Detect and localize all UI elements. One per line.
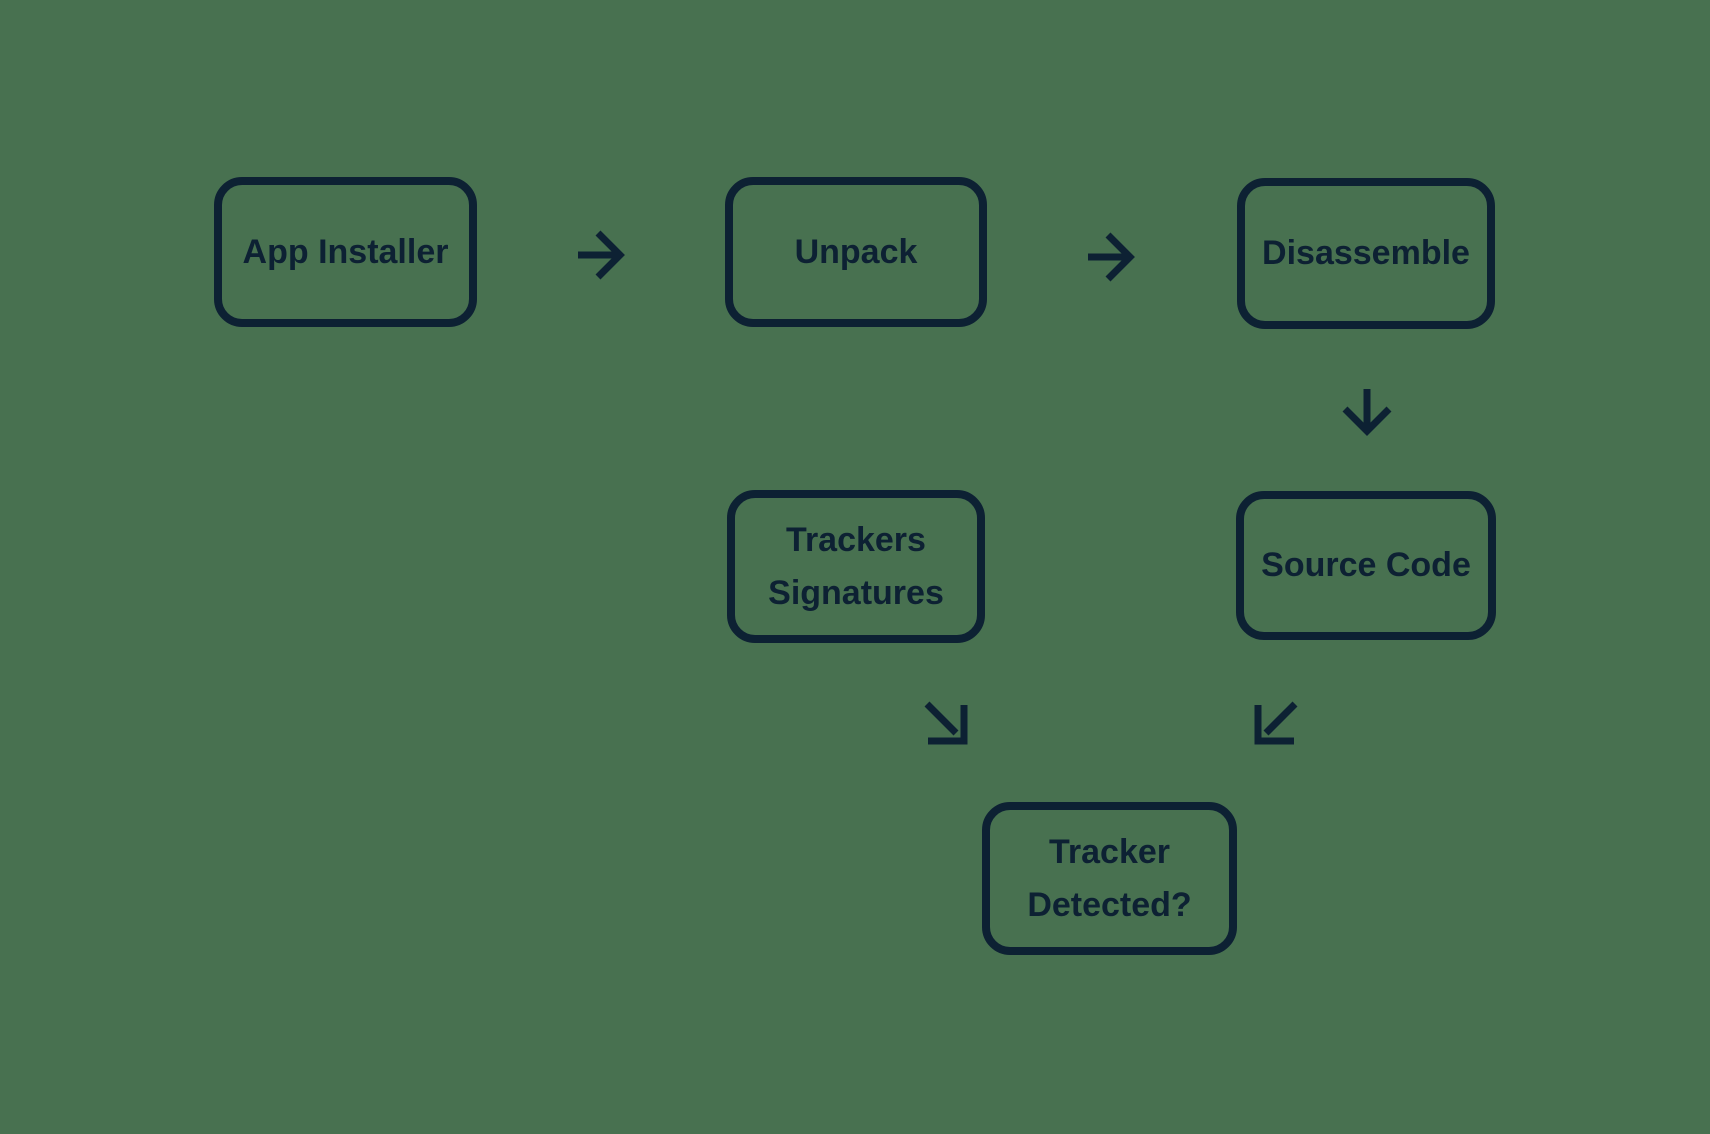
arrow-down-icon	[1342, 386, 1392, 436]
node-source-code: Source Code	[1236, 491, 1496, 640]
arrow-down-right-icon	[922, 699, 968, 745]
node-unpack: Unpack	[725, 177, 987, 327]
node-tracker-detected: Tracker Detected?	[982, 802, 1237, 955]
arrow-down-left-icon	[1254, 699, 1300, 745]
node-app-installer: App Installer	[214, 177, 477, 327]
node-disassemble: Disassemble	[1237, 178, 1495, 329]
arrow-right-icon	[1085, 232, 1135, 282]
arrow-right-icon	[575, 230, 625, 280]
node-trackers-signatures: Trackers Signatures	[727, 490, 985, 643]
